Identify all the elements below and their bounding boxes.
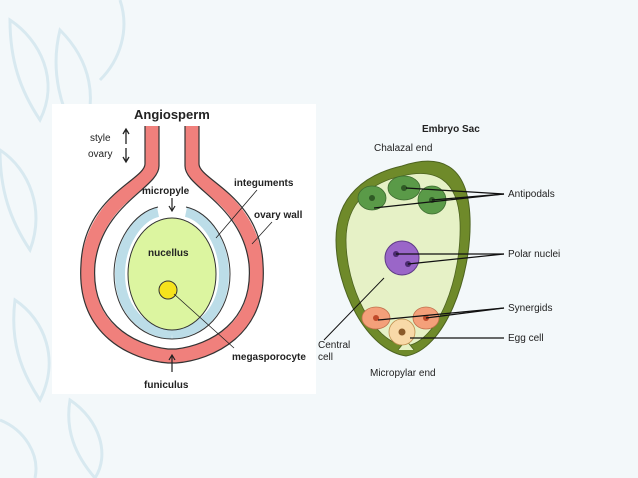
decor-leaf	[67, 397, 104, 478]
label-megasporocyte: megasporocyte	[232, 352, 306, 363]
synergid-nucleus	[373, 315, 379, 321]
synergids-leader	[377, 307, 505, 321]
polar-nuclei-leader	[407, 253, 505, 265]
arrow-up-icon	[122, 127, 130, 144]
megasporocyte	[158, 280, 178, 300]
label-polar-nuclei: Polar nuclei	[508, 249, 560, 260]
label-antipodals: Antipodals	[508, 189, 555, 200]
angiosperm-title: Angiosperm	[134, 107, 210, 122]
antipodals-leader	[405, 187, 505, 195]
label-micropyle: micropyle	[142, 186, 190, 197]
ovary-wall-leader	[251, 221, 273, 245]
arrow-down-icon	[122, 148, 130, 164]
embryo-sac-title: Embryo Sac	[422, 124, 480, 135]
integument-left	[114, 207, 173, 339]
antipodal-nucleus	[401, 185, 407, 191]
label-style: style	[90, 133, 111, 144]
label-nucellus: nucellus	[148, 248, 189, 259]
label-funiculus: funiculus	[144, 380, 189, 391]
decor-leaf	[0, 418, 38, 478]
integuments-leader	[215, 189, 258, 239]
embryo-sac-diagram-panel: Embryo Sac Chalazal end	[318, 118, 580, 388]
label-ovary-wall: ovary wall	[254, 210, 303, 221]
integument-left-outline	[113, 206, 173, 340]
integument-right-outline	[171, 206, 231, 340]
label-micropylar-end: Micropylar end	[370, 368, 436, 379]
label-synergids: Synergids	[508, 303, 552, 314]
antipodals-leader	[431, 193, 505, 201]
ovary-wall-outline-inner	[94, 126, 250, 350]
nucellus	[127, 217, 217, 331]
synergids-leader	[425, 307, 505, 319]
angiosperm-diagram-panel: Angiosperm style ovary micropyle integum…	[52, 104, 316, 394]
label-chalazal-end: Chalazal end	[374, 143, 432, 154]
decor-leaf	[12, 297, 51, 403]
label-central-cell-line1: Central	[318, 340, 350, 351]
label-central-cell-line2: cell	[318, 352, 333, 363]
funiculus-arrow	[168, 353, 176, 372]
decor-leaf	[0, 148, 38, 254]
integument-right	[171, 207, 230, 339]
central-cell-leader	[323, 277, 385, 341]
label-ovary: ovary	[88, 149, 112, 160]
label-integuments: integuments	[234, 178, 294, 189]
antipodal-nucleus	[369, 195, 375, 201]
micropyle-arrow	[168, 198, 176, 213]
decor-leaf	[8, 17, 50, 123]
megasporocyte-leader	[173, 293, 235, 349]
polar-nuclei-cell	[384, 240, 420, 276]
decor-leaf	[98, 0, 126, 82]
label-egg-cell: Egg cell	[508, 333, 544, 344]
egg-nucleus	[398, 328, 406, 336]
angiosperm-diagram: Angiosperm style ovary micropyle integum…	[80, 107, 306, 391]
embryo-sac-diagram: Embryo Sac Chalazal end	[318, 124, 560, 379]
